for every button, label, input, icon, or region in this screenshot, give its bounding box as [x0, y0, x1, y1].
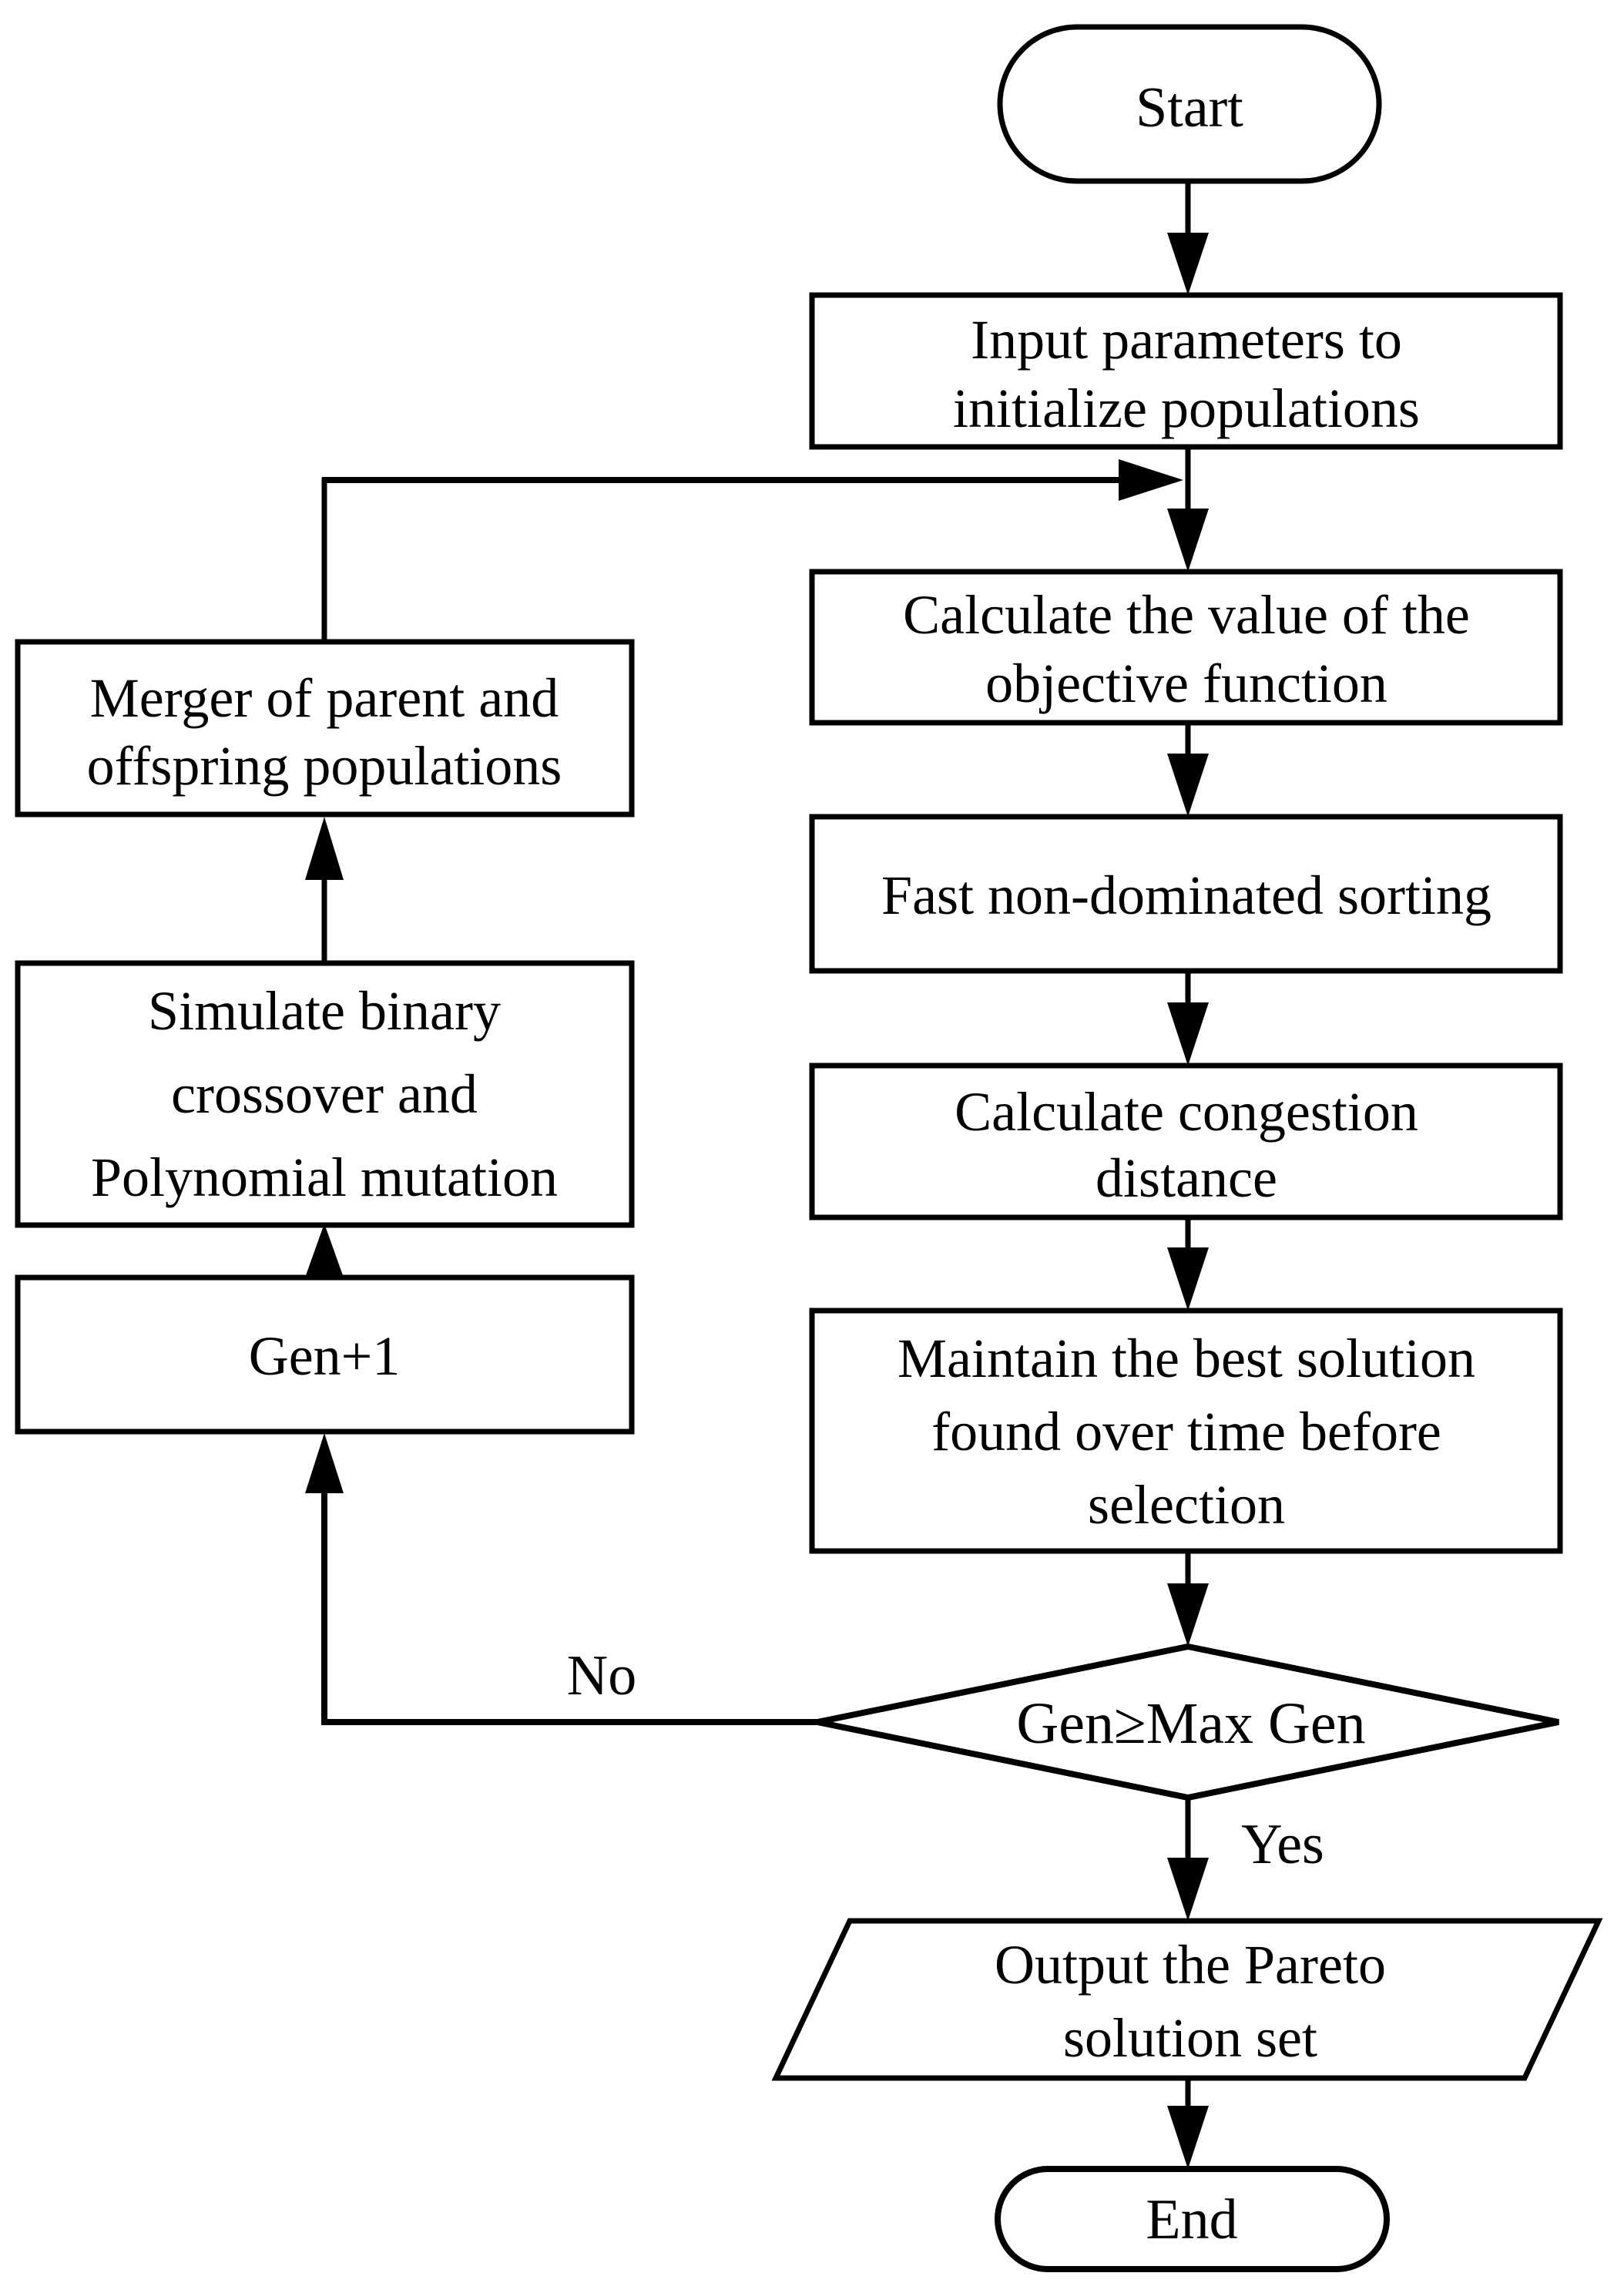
- output-line-1: Output the Pareto: [995, 1934, 1386, 1996]
- start-label: Start: [1136, 76, 1243, 139]
- maintain-line-2: found over time before: [931, 1401, 1441, 1462]
- output-line-2: solution set: [1063, 2007, 1317, 2069]
- no-branch-line: [305, 1433, 817, 1725]
- congestion-line-1: Calculate congestion: [955, 1081, 1418, 1143]
- gen-increment-label: Gen+1: [249, 1325, 401, 1387]
- calculate-objective-line-1: Calculate the value of the: [903, 584, 1470, 646]
- decision-label: Gen≥Max Gen: [1016, 1691, 1365, 1756]
- maintain-line-1: Maintain the best solution: [898, 1328, 1475, 1389]
- input-line-2: initialize populations: [953, 378, 1420, 439]
- arrow-decision-to-output: [1167, 1798, 1209, 1921]
- end-label: End: [1146, 2188, 1237, 2251]
- node-fast-sorting: Fast non-dominated sorting: [809, 814, 1563, 974]
- calculate-objective-line-2: objective function: [985, 653, 1387, 714]
- fast-sorting-line-1: Fast non-dominated sorting: [881, 865, 1491, 926]
- node-start: Start: [997, 24, 1382, 184]
- node-merger: Merger of parent and offspring populatio…: [15, 639, 635, 818]
- simulate-line-1: Simulate binary: [148, 980, 501, 1042]
- node-decision: Gen≥Max Gen: [817, 1643, 1559, 1801]
- node-input: Input parameters to initialize populatio…: [809, 292, 1563, 450]
- node-simulate: Simulate binary crossover and Polynomial…: [15, 960, 635, 1228]
- arrow-maintain-to-decision: [1167, 1551, 1209, 1647]
- congestion-line-2: distance: [1096, 1147, 1277, 1209]
- loop-return-line: [321, 459, 1183, 642]
- merger-line-1: Merger of parent and: [90, 667, 559, 729]
- merger-line-2: offspring populations: [87, 735, 562, 797]
- input-line-1: Input parameters to: [971, 309, 1402, 371]
- arrow-start-to-input: [1167, 181, 1209, 295]
- node-calculate-objective: Calculate the value of the objective fun…: [809, 569, 1563, 726]
- arrow-calculate-to-fast: [1167, 723, 1209, 817]
- arrow-fast-to-congestion: [1167, 971, 1209, 1066]
- simulate-line-2: crossover and: [171, 1063, 478, 1125]
- node-maintain: Maintain the best solution found over ti…: [809, 1308, 1563, 1554]
- yes-label: Yes: [1241, 1813, 1324, 1876]
- simulate-line-3: Polynomial mutation: [91, 1147, 558, 1208]
- arrow-input-to-calculate: [1167, 447, 1209, 572]
- node-output: Output the Pareto solution set: [771, 1918, 1603, 2081]
- node-end: End: [995, 2166, 1390, 2272]
- arrow-gen-to-simulate: [305, 1224, 344, 1277]
- arrow-simulate-to-merger: [305, 817, 344, 963]
- no-label: No: [567, 1644, 636, 1707]
- arrow-output-to-end: [1167, 2078, 1209, 2169]
- arrow-congestion-to-maintain: [1167, 1217, 1209, 1311]
- node-congestion: Calculate congestion distance: [809, 1063, 1563, 1220]
- node-gen-increment: Gen+1: [15, 1274, 635, 1435]
- maintain-line-3: selection: [1088, 1474, 1285, 1536]
